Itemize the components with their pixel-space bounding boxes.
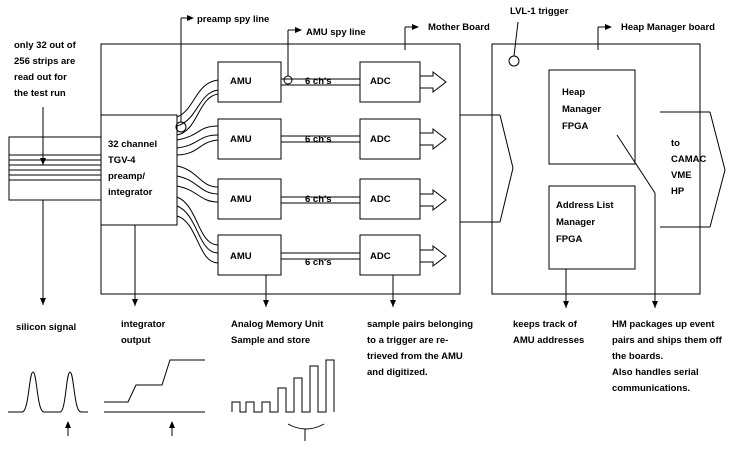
amu-box-3 (217, 178, 282, 220)
board-link-arrow (460, 114, 514, 223)
amu-label-3: AMU (230, 194, 252, 205)
preamp-spy-label: preamp spy line (197, 14, 269, 25)
caption-hm-4: Also handles serial (612, 367, 699, 378)
amu-label-1: AMU (230, 76, 252, 87)
caption-adc-3: trieved from the AMU (367, 351, 463, 362)
adc-output-arrows (420, 70, 447, 268)
mother-board-label: Mother Board (428, 22, 490, 33)
preamp-label-line-3: preamp/ (108, 171, 145, 182)
caption-hm-1: HM packages up event (612, 319, 715, 330)
heap-manager-fpga-box (548, 69, 636, 165)
amu-label-4: AMU (230, 251, 252, 262)
caption-silicon: silicon signal (16, 322, 76, 333)
caption-adc-1: sample pairs belonging (367, 319, 473, 330)
readout-note-line-4: the test run (14, 88, 66, 99)
amu-box-1 (217, 61, 282, 103)
channels-label-4: 6 ch's (305, 257, 332, 268)
readout-note-line-3: read out for (14, 72, 67, 83)
preamp-label-line-4: integrator (108, 187, 153, 198)
integrator-output-sketch (104, 359, 205, 436)
amu-box-4 (217, 234, 282, 276)
caption-adc-2: to a trigger are re- (367, 335, 448, 346)
adc-box-4 (359, 234, 421, 276)
adc-label-1: ADC (370, 76, 391, 87)
caption-hm-2: pairs and ships them off (612, 335, 723, 346)
al-fpga-label-2: Manager (556, 217, 595, 228)
preamp-to-amu-fanout (176, 79, 219, 264)
al-fpga-label-3: FPGA (556, 234, 583, 245)
silicon-signal-sketch (8, 371, 88, 436)
adc-label-3: ADC (370, 194, 391, 205)
address-list-fpga-box (548, 185, 636, 270)
amu-box-2 (217, 118, 282, 160)
readout-note-line-2: 256 strips are (14, 56, 75, 67)
caption-adc-4: and digitized. (367, 367, 428, 378)
preamp-label-line-2: TGV-4 (108, 155, 136, 166)
caption-amu-1: Analog Memory Unit (231, 319, 324, 330)
caption-integrator-1: integrator (121, 319, 166, 330)
caption-al-2: AMU addresses (513, 335, 584, 346)
hm-fpga-label-1: Heap (562, 87, 585, 98)
output-label-4: HP (671, 186, 685, 197)
amu-label-2: AMU (230, 134, 252, 145)
silicon-detector (8, 136, 113, 201)
adc-label-2: ADC (370, 134, 391, 145)
output-label-3: VME (671, 170, 692, 181)
preamp-integrator-box (100, 114, 178, 226)
adc-label-4: ADC (370, 251, 391, 262)
lvl1-trigger-label: LVL-1 trigger (510, 6, 569, 17)
adc-box-1 (359, 61, 421, 103)
output-label-1: to (671, 138, 680, 149)
caption-integrator-2: output (121, 335, 151, 346)
hm-fpga-label-2: Manager (562, 104, 601, 115)
channels-label-3: 6 ch's (305, 194, 332, 205)
caption-hm-3: the boards. (612, 351, 663, 362)
output-arrow (660, 111, 726, 228)
channels-label-1: 6 ch's (305, 76, 332, 87)
channels-label-2: 6 ch's (305, 134, 332, 145)
heap-manager-board-label: Heap Manager board (621, 22, 715, 33)
caption-hm-5: communications. (612, 383, 690, 394)
output-label-2: CAMAC (671, 154, 706, 165)
caption-amu-2: Sample and store (231, 335, 310, 346)
al-fpga-label-1: Address List (556, 200, 614, 211)
amu-sample-sketch (231, 359, 335, 441)
amu-spy-label: AMU spy line (306, 27, 366, 38)
preamp-label-line-1: 32 channel (108, 139, 157, 150)
readout-note-line-1: only 32 out of (14, 40, 77, 51)
amu-adc-buses (281, 78, 360, 260)
adc-box-3 (359, 178, 421, 220)
adc-box-2 (359, 118, 421, 160)
caption-al-1: keeps track of (513, 319, 578, 330)
hm-fpga-label-3: FPGA (562, 121, 589, 132)
